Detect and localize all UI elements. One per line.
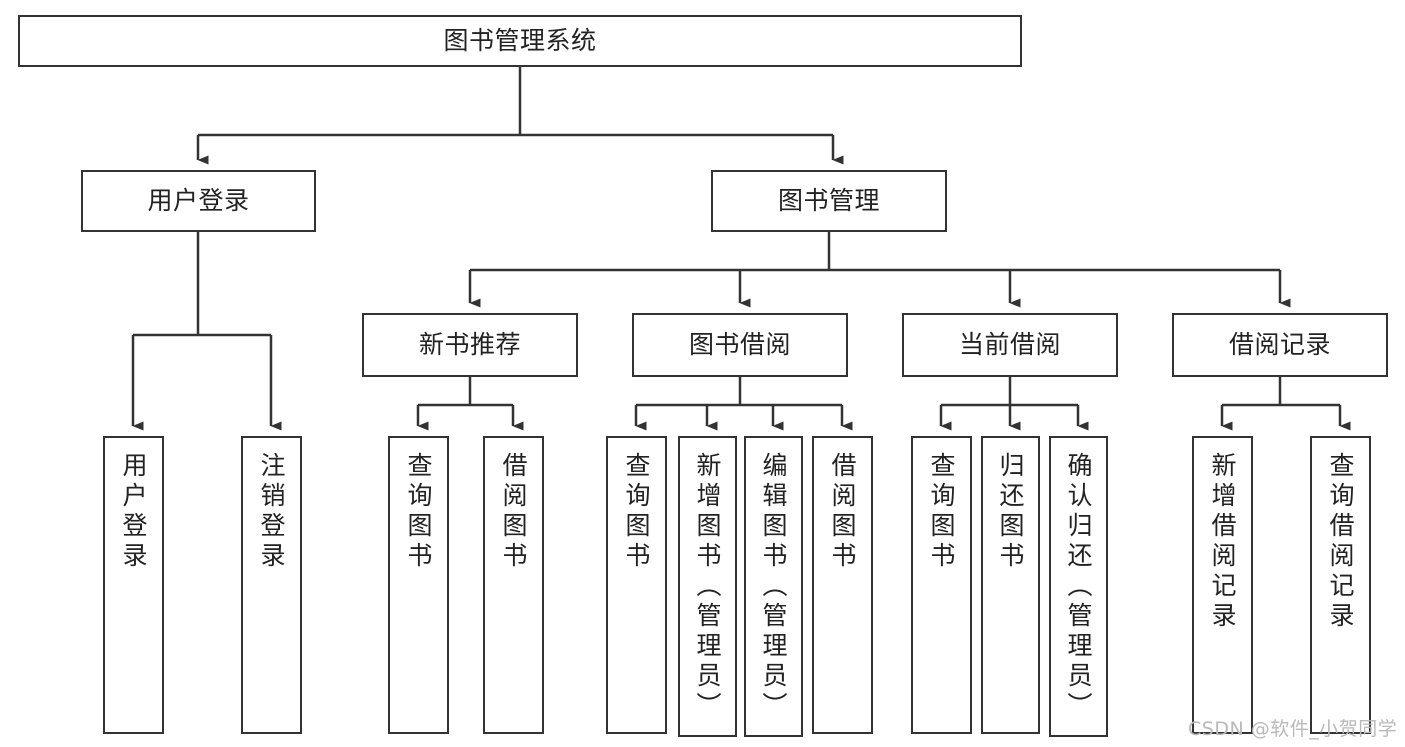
node-new-book-recommend[interactable]: 新书推荐 (362, 313, 578, 377)
leaf-new-book-borrow-label: 借阅图书 (499, 452, 528, 572)
leaf-user-login-logout[interactable]: 注销登录 (241, 436, 302, 734)
leaf-book-borrow-add-label: 新增图书（管理员） (693, 452, 722, 722)
leaf-user-login-login[interactable]: 用户登录 (103, 436, 164, 734)
node-root-label: 图书管理系统 (443, 26, 597, 55)
node-book-borrow[interactable]: 图书借阅 (632, 313, 848, 377)
leaf-book-borrow-query[interactable]: 查询图书 (606, 436, 667, 734)
leaf-current-borrow-return[interactable]: 归还图书 (981, 436, 1040, 734)
node-borrow-record[interactable]: 借阅记录 (1172, 313, 1388, 377)
node-book-management-label: 图书管理 (777, 186, 880, 215)
watermark-text: CSDN @软件_小贺同学 (1188, 718, 1398, 740)
leaf-borrow-record-query[interactable]: 查询借阅记录 (1310, 436, 1371, 734)
node-book-management[interactable]: 图书管理 (711, 170, 947, 232)
node-user-login[interactable]: 用户登录 (81, 170, 316, 232)
leaf-current-borrow-query-label: 查询图书 (927, 452, 956, 572)
leaf-current-borrow-confirm-label: 确认归还（管理员） (1064, 452, 1093, 722)
leaf-borrow-record-add-label: 新增借阅记录 (1208, 452, 1237, 632)
leaf-new-book-query-label: 查询图书 (404, 452, 433, 572)
leaf-current-borrow-query[interactable]: 查询图书 (911, 436, 972, 734)
leaf-book-borrow-edit-label: 编辑图书（管理员） (759, 452, 788, 722)
node-user-login-label: 用户登录 (147, 186, 250, 215)
leaf-user-login-login-label: 用户登录 (119, 452, 148, 572)
node-current-borrow[interactable]: 当前借阅 (902, 313, 1118, 377)
leaf-user-login-logout-label: 注销登录 (257, 452, 286, 572)
leaf-book-borrow-add[interactable]: 新增图书（管理员） (678, 436, 737, 737)
leaf-book-borrow-query-label: 查询图书 (622, 452, 651, 572)
node-new-book-recommend-label: 新书推荐 (418, 330, 521, 359)
node-borrow-record-label: 借阅记录 (1228, 330, 1331, 359)
leaf-book-borrow-borrow-label: 借阅图书 (828, 452, 857, 572)
leaf-book-borrow-edit[interactable]: 编辑图书（管理员） (744, 436, 803, 737)
leaf-new-book-query[interactable]: 查询图书 (388, 436, 449, 734)
leaf-borrow-record-query-label: 查询借阅记录 (1326, 452, 1355, 632)
leaf-current-borrow-return-label: 归还图书 (996, 452, 1025, 572)
node-book-borrow-label: 图书借阅 (688, 330, 791, 359)
leaf-book-borrow-borrow[interactable]: 借阅图书 (812, 436, 873, 734)
node-root[interactable]: 图书管理系统 (18, 15, 1022, 67)
leaf-borrow-record-add[interactable]: 新增借阅记录 (1192, 436, 1253, 734)
leaf-new-book-borrow[interactable]: 借阅图书 (483, 436, 544, 734)
node-current-borrow-label: 当前借阅 (958, 330, 1061, 359)
leaf-current-borrow-confirm[interactable]: 确认归还（管理员） (1049, 436, 1108, 737)
